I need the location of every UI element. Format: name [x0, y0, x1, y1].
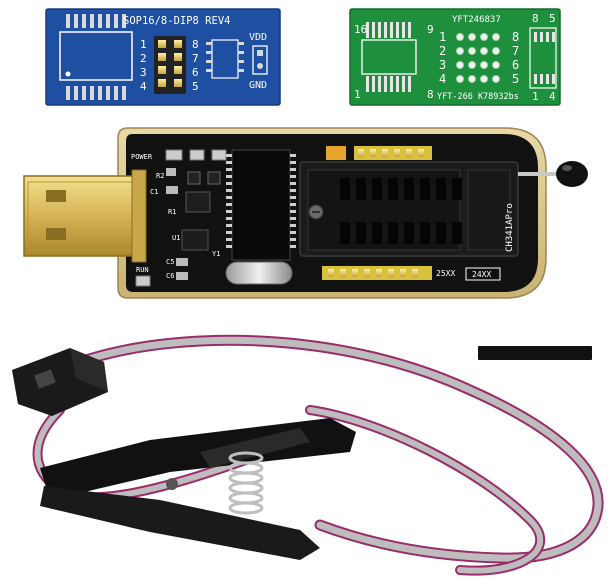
green-pin-left-2: 2 — [439, 44, 446, 58]
vdd-label: VDD — [249, 32, 267, 43]
green-pin-left-3: 3 — [439, 58, 446, 72]
clip-body — [40, 418, 356, 560]
bottom-header-pins — [322, 266, 432, 280]
ch341a-chip — [226, 149, 296, 261]
blue-pin-left-2: 2 — [140, 52, 147, 65]
power-label: POWER — [131, 153, 153, 161]
chip-label: CH341APro — [505, 203, 515, 252]
clip-spring — [228, 451, 264, 515]
blue-pin-header — [154, 36, 186, 94]
idc-connector — [12, 348, 108, 416]
sop16-pads-top — [66, 14, 126, 28]
green-via-grid — [456, 33, 500, 83]
soic-test-clip — [12, 334, 604, 576]
zif-socket: CH341APro — [299, 161, 519, 257]
run-led — [135, 275, 151, 287]
green-bottom-label: YFT-266 K78932bs — [437, 92, 519, 102]
green-pin-left-1: 1 — [439, 30, 446, 44]
green-pin-right-6: 6 — [512, 58, 519, 72]
green-corner-5: 5 — [549, 12, 556, 25]
usb-a-connector — [23, 169, 147, 263]
green-pin-right-5: 5 — [512, 72, 519, 86]
blue-adapter-title: SOP16/8-DIP8 REV4 — [123, 15, 230, 27]
blue-pin-left-1: 1 — [140, 38, 147, 51]
blue-pin-left-3: 3 — [140, 66, 147, 79]
blue-sop-adapter: SOP16/8-DIP8 REV4 1 2 3 4 8 7 6 5 — [45, 8, 281, 106]
run-label: RUN — [136, 266, 149, 274]
green-corner-4: 4 — [549, 90, 556, 103]
green-corner-8-right: 8 — [532, 12, 539, 25]
socket-25xx-label: 25XX — [436, 269, 455, 278]
socket-24xx-label: 24XX — [472, 270, 491, 279]
green-sop-adapter: YFT246837 16 9 1 8 1 2 3 4 8 7 6 5 — [349, 8, 561, 106]
green-corner-9: 9 — [427, 23, 434, 36]
sop8-footprint — [206, 39, 244, 79]
power-led — [165, 149, 183, 161]
blue-pin-right-6: 6 — [192, 66, 199, 79]
top-header-pins — [326, 146, 432, 160]
green-corner-1: 1 — [354, 88, 361, 101]
sop16-pads-bottom — [66, 86, 126, 100]
comp-label-c5: C5 — [166, 258, 174, 266]
comp-label-y1: Y1 — [212, 250, 220, 258]
green-corner-1-right: 1 — [532, 90, 539, 103]
crystal-oscillator — [225, 261, 293, 285]
zif-lever — [518, 161, 588, 187]
green-corner-16: 16 — [354, 23, 367, 36]
green-corner-8: 8 — [427, 88, 434, 101]
comp-label-r1: R1 — [168, 208, 176, 216]
green-pin-right-7: 7 — [512, 44, 519, 58]
comp-label-u1: U1 — [172, 234, 180, 242]
green-pin-left-4: 4 — [439, 72, 446, 86]
green-pin-right-8: 8 — [512, 30, 519, 44]
male-pin-header-strip — [478, 334, 592, 396]
blue-pin-right-8: 8 — [192, 38, 199, 51]
ch341a-programmer: POWER R1 R2 C1 U1 Y1 C5 C6 RUN — [23, 127, 588, 299]
blue-pin-right-7: 7 — [192, 52, 199, 65]
green-top-label: YFT246837 — [452, 15, 501, 25]
blue-pin-right-5: 5 — [192, 80, 199, 93]
comp-label-c1: C1 — [150, 188, 158, 196]
comp-label-r2: R2 — [156, 172, 164, 180]
comp-label-c6: C6 — [166, 272, 174, 280]
gnd-label: GND — [249, 80, 267, 91]
blue-pin-left-4: 4 — [140, 80, 147, 93]
